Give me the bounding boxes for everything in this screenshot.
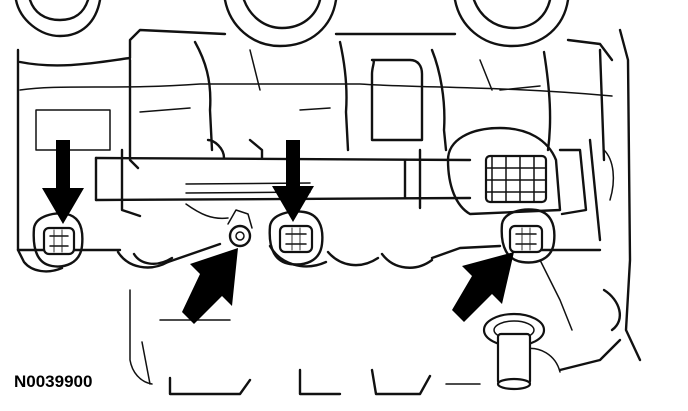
callout-arrow-1: [42, 140, 84, 224]
fuel-rail-pressure-sensor: [227, 209, 253, 248]
callout-arrow-3: [182, 248, 238, 324]
figure-id-label: N0039900: [14, 372, 93, 391]
electrical-connector: [446, 126, 615, 242]
mounting-bolt: [482, 312, 546, 391]
intake-manifold: [14, 0, 642, 372]
callout-arrow-2: [272, 140, 314, 222]
fuel-injector-connector: [32, 212, 84, 268]
fuel-rail: [94, 138, 472, 220]
callout-arrow-4: [452, 252, 514, 322]
